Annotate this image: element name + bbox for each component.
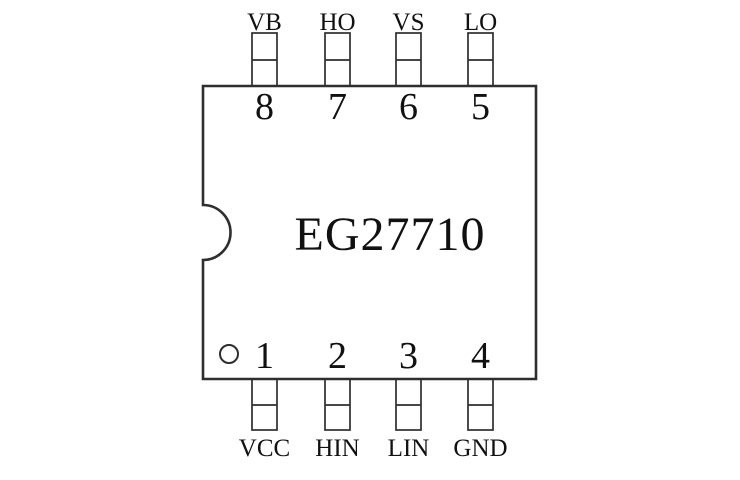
pin-number-2: 2 [328, 335, 347, 377]
pin-leads-bottom [251, 378, 494, 431]
pin-lead-1 [251, 378, 278, 431]
pin-name-gnd: GND [453, 435, 507, 462]
pin-name-vcc: VCC [239, 435, 290, 462]
pin-one-indicator-icon [219, 344, 239, 364]
pin-leads-top [251, 32, 494, 87]
pin-lead-7 [324, 32, 351, 87]
pin-name-hin: HIN [315, 435, 359, 462]
pin-number-3: 3 [399, 335, 418, 377]
pin-name-vs: VS [393, 9, 425, 36]
pin-lead-4 [467, 378, 494, 431]
pin-number-1: 1 [255, 335, 274, 377]
pin-lead-8 [251, 32, 278, 87]
pin-name-ho: HO [319, 9, 355, 36]
pin-lead-6 [395, 32, 422, 87]
chip-body [201, 84, 538, 381]
pin-lead-3 [395, 378, 422, 431]
pin-name-vb: VB [247, 9, 282, 36]
pin-name-lin: LIN [388, 435, 430, 462]
pin-number-8: 8 [255, 86, 274, 128]
pin-number-4: 4 [471, 335, 490, 377]
pin-number-6: 6 [399, 86, 418, 128]
pin-number-7: 7 [328, 86, 347, 128]
chip-name: EG27710 [295, 208, 486, 261]
pin-lead-2 [324, 378, 351, 431]
pin-number-5: 5 [471, 86, 490, 128]
pin-name-lo: LO [464, 9, 497, 36]
pin-lead-5 [467, 32, 494, 87]
